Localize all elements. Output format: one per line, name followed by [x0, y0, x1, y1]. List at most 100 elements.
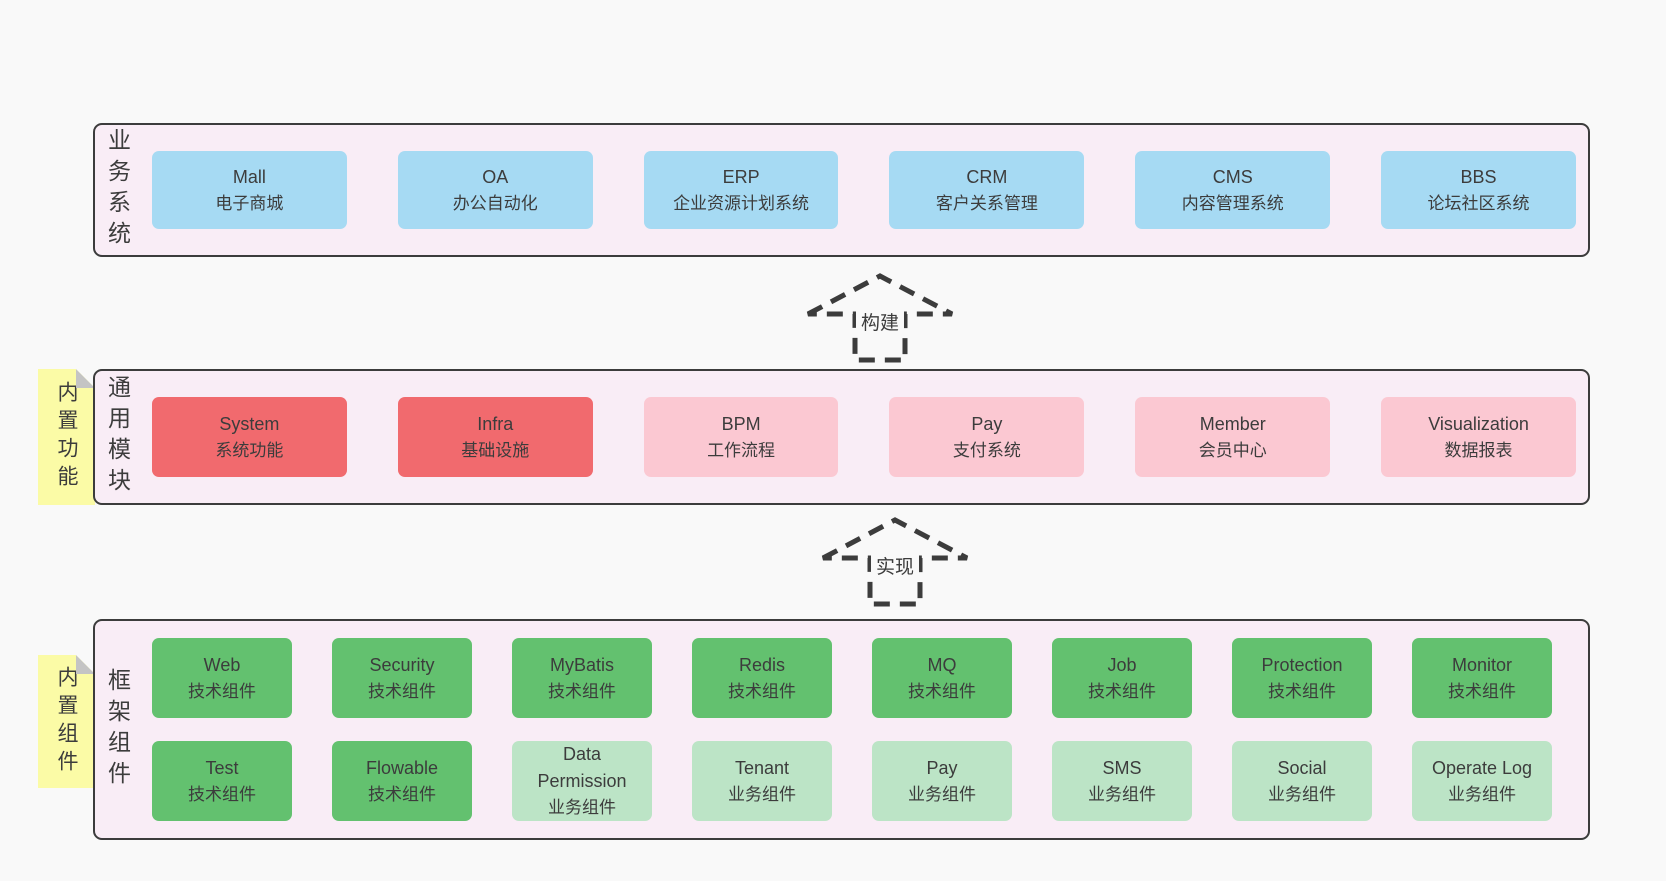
box-title: Flowable — [365, 757, 439, 778]
box-subtitle: 业务组件 — [548, 798, 616, 818]
box-title: Social — [1277, 757, 1327, 778]
component-box-social: Social 业务组件 — [1232, 741, 1372, 821]
component-box-data-permission: Data Permission 业务组件 — [512, 741, 652, 821]
component-box-security: Security 技术组件 — [332, 638, 472, 718]
box-title: MyBatis — [549, 654, 614, 675]
section-modules-label: 通用模块 — [104, 375, 131, 499]
box-title: Redis — [738, 654, 786, 675]
component-box-oa: OA 办公自动化 — [397, 151, 593, 229]
component-box-visualization: Visualization 数据报表 — [1381, 397, 1576, 477]
box-title: OA — [482, 166, 509, 187]
box-subtitle: 技术组件 — [1448, 681, 1516, 701]
section-common-modules: 通用模块 System 系统功能 Infra 基础设施 BPM 工作流程 Pay 支付系统 Me… — [93, 369, 1590, 505]
component-box-infra: Infra 基础设施 — [397, 397, 593, 477]
component-box-erp: ERP 企业资源计划系统 — [643, 151, 839, 229]
box-title: Member — [1199, 413, 1266, 434]
component-box-cms: CMS 内容管理系统 — [1135, 151, 1331, 229]
builtin-features-tab: 内置功能 — [38, 369, 95, 505]
box-subtitle: 论坛社区系统 — [1427, 193, 1530, 213]
box-subtitle: 内容管理系统 — [1181, 193, 1284, 213]
business-system-boxes: Mall 电子商城 OA 办公自动化 ERP 企业资源计划系统 CRM 客户关系管理 CMS 内容… — [152, 151, 1576, 229]
box-title: Security — [369, 654, 435, 675]
box-title: Monitor — [1451, 654, 1513, 675]
box-subtitle: 数据报表 — [1444, 440, 1513, 460]
builtin-components-tab-label: 内置组件 — [55, 665, 79, 778]
component-box-pay: Pay 支付系统 — [889, 397, 1085, 477]
box-title: System — [219, 413, 280, 434]
box-subtitle: 技术组件 — [548, 681, 616, 701]
component-box-monitor: Monitor 技术组件 — [1412, 638, 1552, 718]
box-subtitle: 企业资源计划系统 — [673, 193, 810, 213]
box-title: Operate Log — [1431, 757, 1533, 778]
box-title: SMS — [1102, 757, 1142, 778]
box-subtitle: 技术组件 — [1088, 681, 1156, 701]
component-box-mybatis: MyBatis 技术组件 — [512, 638, 652, 718]
component-box-pay: Pay 业务组件 — [872, 741, 1012, 821]
box-title: Visualization — [1428, 413, 1529, 434]
box-subtitle: 系统功能 — [215, 440, 284, 460]
box-subtitle: 技术组件 — [1268, 681, 1336, 701]
box-subtitle: 技术组件 — [188, 681, 256, 701]
box-subtitle: 技术组件 — [188, 784, 256, 804]
component-box-protection: Protection 技术组件 — [1232, 638, 1372, 718]
component-box-bpm: BPM 工作流程 — [643, 397, 839, 477]
box-subtitle: 基础设施 — [461, 440, 530, 460]
box-subtitle: 客户关系管理 — [935, 193, 1038, 213]
box-title: Web — [203, 654, 241, 675]
box-subtitle: 技术组件 — [728, 681, 796, 701]
box-subtitle: 支付系统 — [952, 440, 1021, 460]
box-title: CRM — [966, 166, 1008, 187]
section-business-label: 业务系统 — [104, 128, 131, 252]
box-subtitle: 业务组件 — [1088, 784, 1156, 804]
box-subtitle: 技术组件 — [368, 784, 436, 804]
box-subtitle: 办公自动化 — [452, 193, 538, 213]
box-title: Mall — [232, 166, 266, 187]
implement-arrow-label: 实现 — [870, 551, 920, 580]
component-box-system: System 系统功能 — [152, 397, 347, 477]
build-arrow: 构建 — [805, 270, 955, 365]
section-business-systems: 业务系统 Mall 电子商城 OA 办公自动化 ERP 企业资源计划系统 CRM 客户关系管理… — [93, 123, 1590, 257]
implement-arrow: 实现 — [820, 514, 970, 609]
box-subtitle: 工作流程 — [707, 440, 776, 460]
builtin-components-tab: 内置组件 — [38, 655, 95, 788]
component-box-redis: Redis 技术组件 — [692, 638, 832, 718]
box-subtitle: 业务组件 — [1448, 784, 1516, 804]
component-box-job: Job 技术组件 — [1052, 638, 1192, 718]
component-box-mall: Mall 电子商城 — [152, 151, 347, 229]
box-subtitle: 业务组件 — [728, 784, 796, 804]
builtin-features-tab-label: 内置功能 — [55, 381, 79, 493]
dashed-up-arrow-icon — [806, 273, 954, 363]
component-box-web: Web 技术组件 — [152, 638, 292, 718]
dashed-up-arrow-icon — [821, 517, 969, 607]
box-title: Pay — [971, 413, 1003, 434]
box-title: Data Permission — [537, 744, 627, 792]
box-title: ERP — [722, 166, 760, 187]
box-subtitle: 技术组件 — [368, 681, 436, 701]
box-subtitle: 技术组件 — [908, 681, 976, 701]
box-title: Protection — [1261, 654, 1343, 675]
box-subtitle: 业务组件 — [1268, 784, 1336, 804]
box-title: Job — [1107, 654, 1137, 675]
build-arrow-label: 构建 — [855, 307, 905, 336]
component-box-flowable: Flowable 技术组件 — [332, 741, 472, 821]
box-subtitle: 业务组件 — [908, 784, 976, 804]
box-title: BPM — [721, 413, 761, 434]
box-title: BBS — [1460, 166, 1497, 187]
box-title: CMS — [1212, 166, 1253, 187]
box-subtitle: 电子商城 — [215, 193, 284, 213]
component-box-crm: CRM 客户关系管理 — [889, 151, 1085, 229]
box-title: Infra — [477, 413, 514, 434]
box-title: MQ — [927, 654, 957, 675]
section-framework-label: 框架组件 — [104, 667, 131, 792]
component-box-operate-log: Operate Log 业务组件 — [1412, 741, 1552, 821]
box-title: Pay — [926, 757, 958, 778]
component-box-bbs: BBS 论坛社区系统 — [1381, 151, 1576, 229]
